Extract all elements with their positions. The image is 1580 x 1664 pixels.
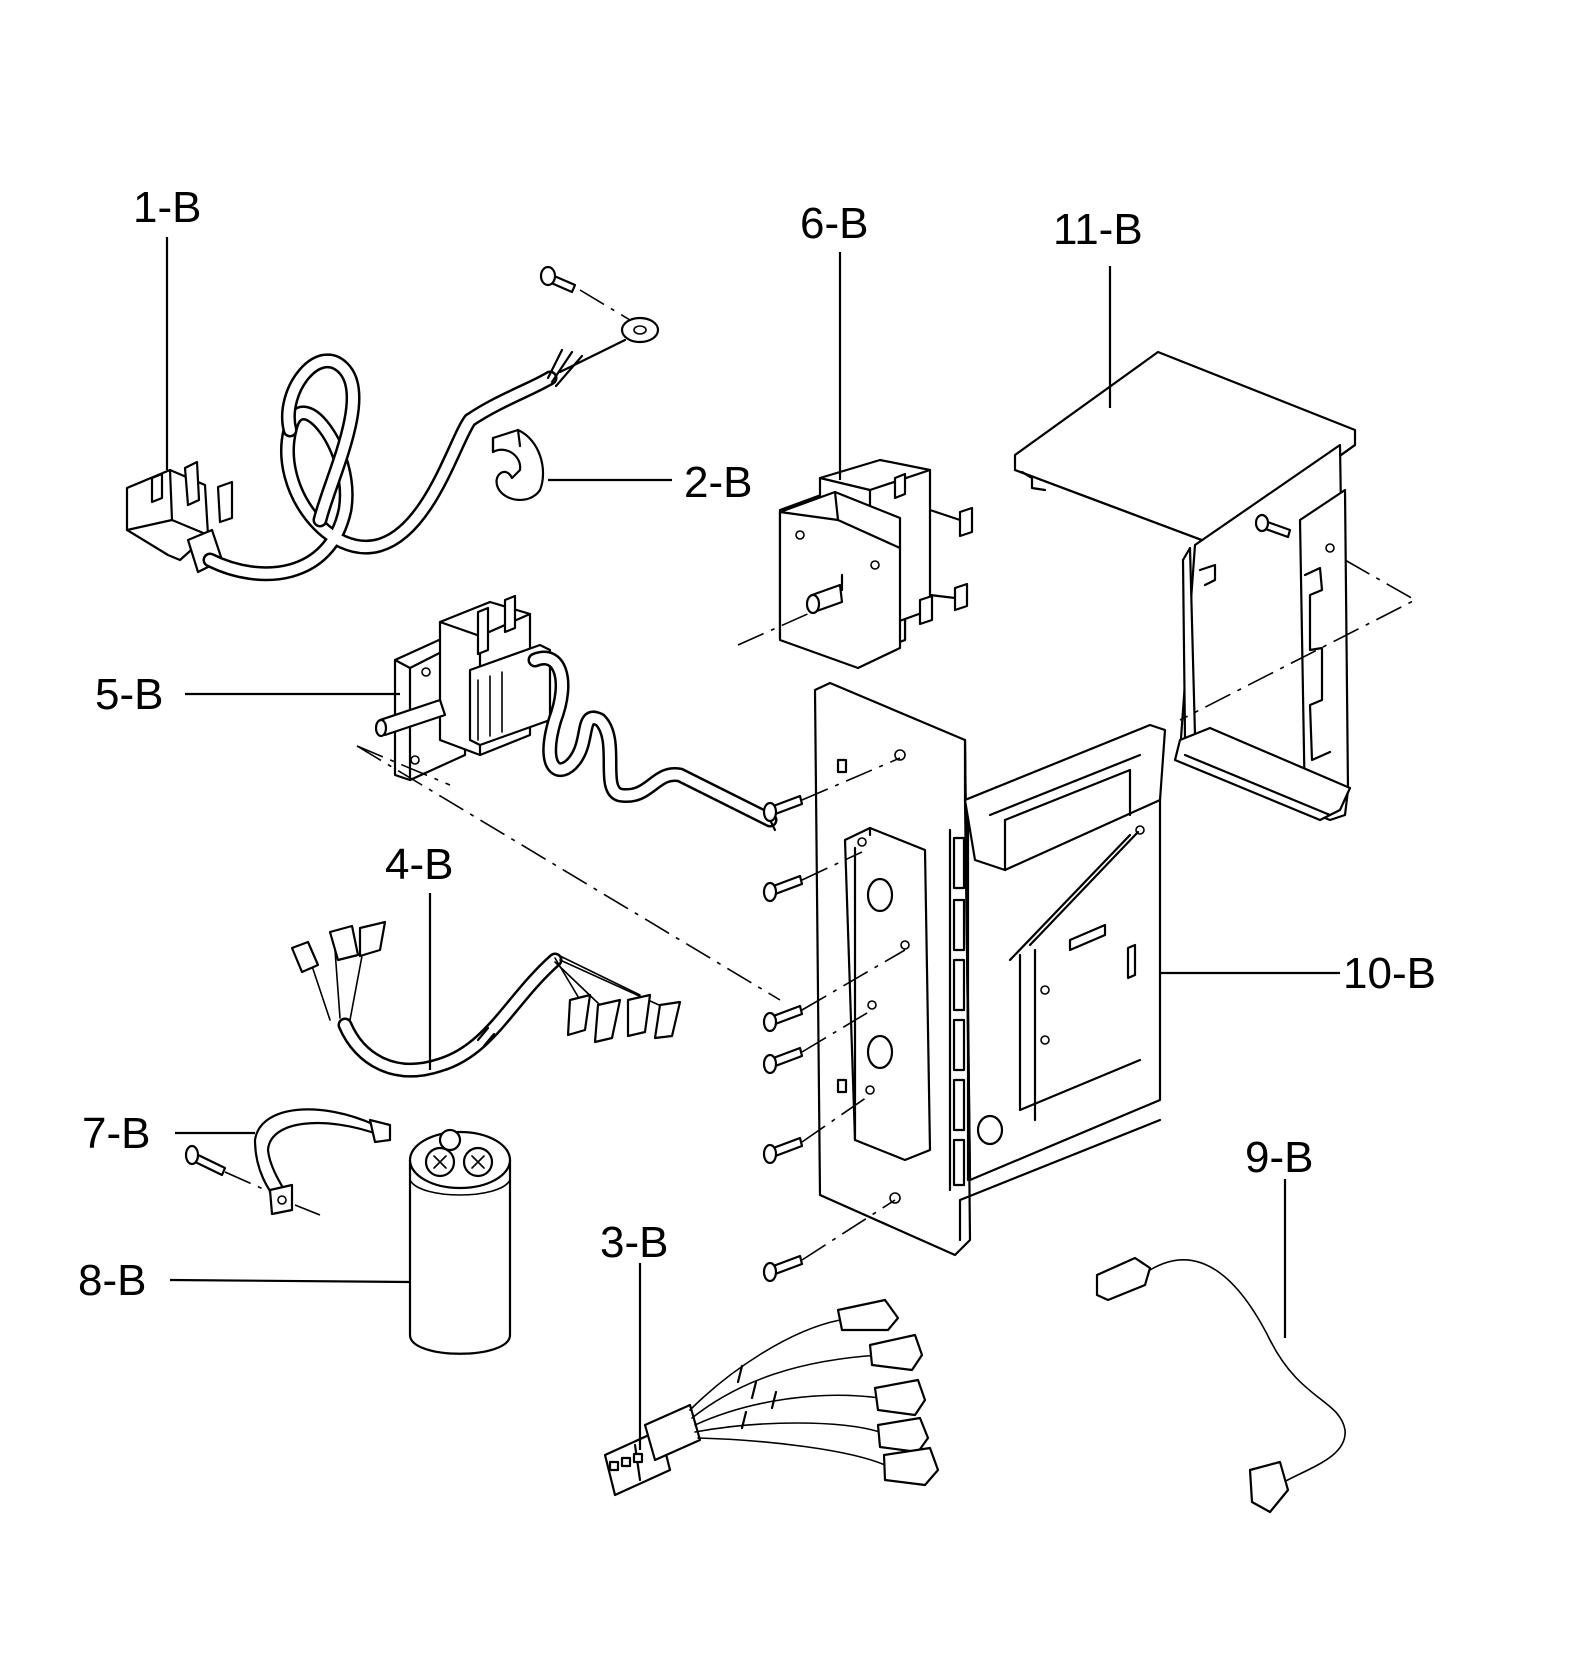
part-labels: 1-B 2-B 3-B 4-B 5-B 6-B 7-B 8-B 9-B 10-B… (78, 183, 1436, 1305)
part-6-b-rotary-switch (737, 458, 974, 670)
part-2-b-cord-clamp (491, 428, 545, 501)
label-6-b: 6-B (800, 199, 868, 248)
bracket-screws (762, 757, 906, 1283)
label-8-b: 8-B (78, 1256, 146, 1305)
label-11-b: 11-B (1053, 205, 1143, 254)
label-2-b: 2-B (684, 458, 752, 507)
label-10-b: 10-B (1343, 949, 1436, 998)
part-4-b-wire-harness (290, 920, 682, 1078)
leader-lines (165, 237, 1340, 1450)
label-9-b: 9-B (1245, 1133, 1313, 1182)
label-5-b: 5-B (95, 670, 163, 719)
part-10-b-mounting-bracket (762, 681, 1167, 1283)
label-4-b: 4-B (385, 840, 453, 889)
part-1-b-power-cord (125, 265, 660, 582)
part-11-b-cover (1013, 350, 1417, 822)
part-8-b-capacitor (408, 1128, 512, 1355)
label-7-b: 7-B (82, 1109, 150, 1158)
part-5-b-relay (356, 594, 781, 1001)
part-3-b-connector-harness (603, 1298, 940, 1497)
part-9-b-sensor-lead (1095, 1256, 1346, 1514)
part-7-b-capacitor-strap (184, 1108, 392, 1216)
label-1-b: 1-B (133, 183, 201, 232)
label-3-b: 3-B (600, 1218, 668, 1267)
